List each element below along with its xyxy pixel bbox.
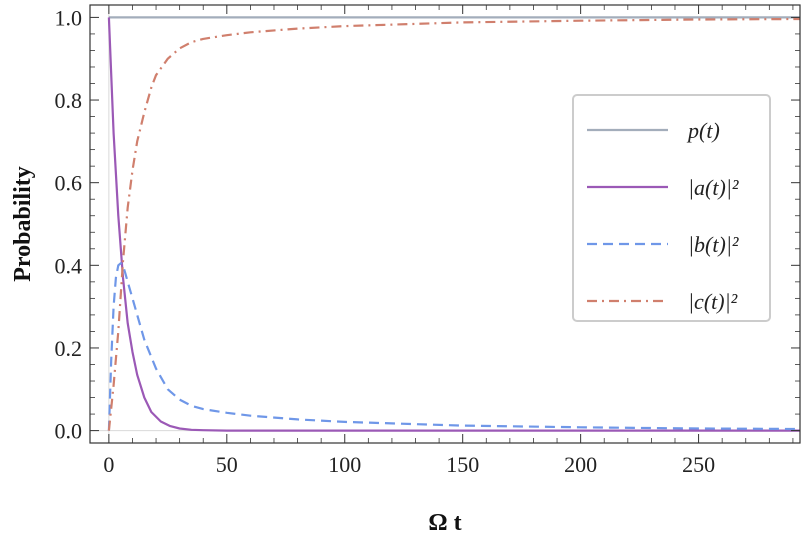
y-tick-label: 0.4 <box>55 253 83 278</box>
axes: 0 50 100 150 200 250 0.0 0.2 0.4 0.6 0.8 1.0 <box>55 5 800 477</box>
legend-label-3: |c(t)|² <box>688 289 738 314</box>
x-tick-label: 150 <box>446 452 479 477</box>
plot-area <box>90 5 801 443</box>
y-tick-label: 0.0 <box>55 419 83 444</box>
x-tick-label: 100 <box>328 452 361 477</box>
legend-label-1: |a(t)|² <box>688 175 739 200</box>
legend-box <box>572 94 771 322</box>
y-tick-label: 0.2 <box>55 336 83 361</box>
legend-label-2: |b(t)|² <box>688 232 739 257</box>
x-axis-label: Ω t <box>428 510 461 536</box>
x-tick-label: 50 <box>216 452 238 477</box>
x-tick-label: 0 <box>103 452 114 477</box>
legend-label-0: p(t) <box>686 118 720 143</box>
x-tick-label: 250 <box>682 452 715 477</box>
legend: p(t) |a(t)|² |b(t)|² |c(t)|² <box>572 94 771 322</box>
y-tick-label: 1.0 <box>55 5 83 30</box>
y-axis-label: Probability <box>10 166 36 282</box>
plot-frame <box>89 4 801 444</box>
series-line-2 <box>107 262 801 431</box>
x-tick-label: 200 <box>564 452 597 477</box>
y-tick-label: 0.8 <box>55 88 83 113</box>
y-tick-label: 0.6 <box>55 171 83 196</box>
series-line-3 <box>107 17 801 431</box>
series-line-1 <box>107 17 800 432</box>
